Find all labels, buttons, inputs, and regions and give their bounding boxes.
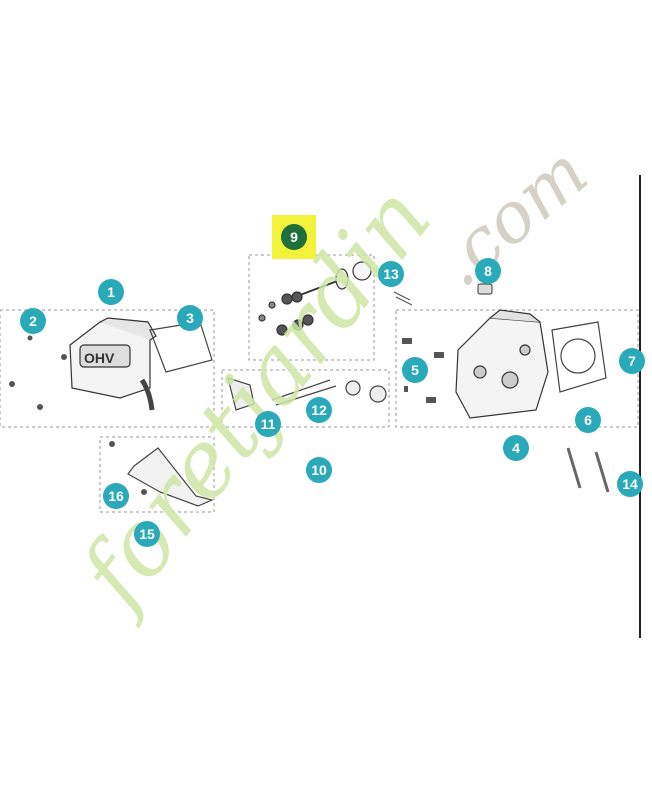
cylinder-head-part	[455, 309, 549, 419]
callout-16[interactable]: 16	[103, 483, 129, 509]
callout-15[interactable]: 15	[134, 521, 160, 547]
head-gasket-part	[551, 321, 607, 393]
head-bolts	[402, 338, 444, 403]
group-box-valve-cover	[0, 309, 215, 428]
callout-2[interactable]: 2	[20, 308, 46, 334]
callout-11[interactable]: 11	[255, 411, 281, 437]
callout-1[interactable]: 1	[98, 279, 124, 305]
cover-screws	[9, 335, 67, 410]
deflector-screws	[109, 441, 147, 495]
group-box-rocker	[221, 369, 390, 428]
callout-3[interactable]: 3	[177, 305, 203, 331]
callout-6[interactable]: 6	[575, 407, 601, 433]
valve-cover-gasket-part	[149, 321, 213, 373]
breather-tube-part	[139, 378, 155, 411]
callout-9[interactable]: 9	[281, 224, 307, 250]
deflector-part	[127, 447, 214, 507]
dowel-pins	[566, 447, 610, 493]
callout-14[interactable]: 14	[617, 471, 643, 497]
callout-8[interactable]: 8	[475, 258, 501, 284]
callout-4[interactable]: 4	[503, 435, 529, 461]
callout-10[interactable]: 10	[306, 457, 332, 483]
rocker-parts	[227, 377, 387, 411]
callout-7[interactable]: 7	[619, 348, 645, 374]
callout-13[interactable]: 13	[378, 261, 404, 287]
pin-parts	[393, 283, 493, 306]
valve-cover-part: OHV	[69, 317, 157, 399]
valve-parts	[258, 261, 372, 336]
group-box-deflector	[99, 436, 215, 513]
svg-text:OHV: OHV	[84, 350, 115, 366]
callout-12[interactable]: 12	[306, 397, 332, 423]
callout-5[interactable]: 5	[402, 357, 428, 383]
